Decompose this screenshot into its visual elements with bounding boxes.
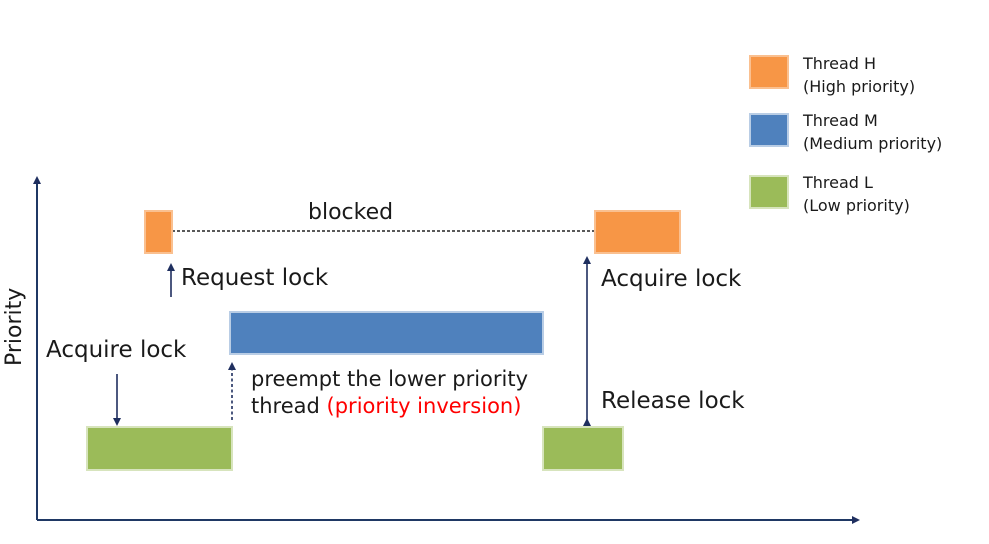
thread-l-bar-second [542,426,624,471]
blocked-label: blocked [308,200,394,225]
legend-name-thread-m: Thread M [803,111,878,130]
acquire-lock-left-label: Acquire lock [46,337,187,363]
preempt-line-2: thread (priority inversion) [251,393,528,420]
acquire-lock-right-label: Acquire lock [601,266,742,292]
y-axis-label: Priority [2,287,27,366]
thread-l-bar-first [86,426,233,471]
preempt-thread-text: thread [251,394,320,418]
legend-name-thread-h: Thread H [803,54,877,73]
legend-name-thread-l: Thread L [803,173,873,192]
legend-desc-thread-h: (High priority) [803,77,916,96]
legend-text-thread-m: Thread M (Medium priority) [803,109,942,155]
legend-desc-thread-l: (Low priority) [803,196,910,215]
legend-text-thread-h: Thread H (High priority) [803,52,915,98]
legend-desc-thread-m: (Medium priority) [803,134,943,153]
release-lock-label: Release lock [601,388,745,414]
thread-h-bar-blocked [144,210,173,254]
request-lock-label: Request lock [181,265,329,291]
legend-swatch-thread-m [749,113,789,147]
legend-text-thread-l: Thread L (Low priority) [803,171,910,217]
priority-inversion-text: (priority inversion) [326,394,522,418]
thread-h-bar-running [594,210,681,254]
preempt-line-1: preempt the lower priority [251,367,529,391]
preempt-annotation: preempt the lower priority thread (prior… [251,366,528,420]
legend-swatch-thread-h [749,55,789,89]
thread-m-bar [229,311,544,355]
legend-swatch-thread-l [749,175,789,209]
